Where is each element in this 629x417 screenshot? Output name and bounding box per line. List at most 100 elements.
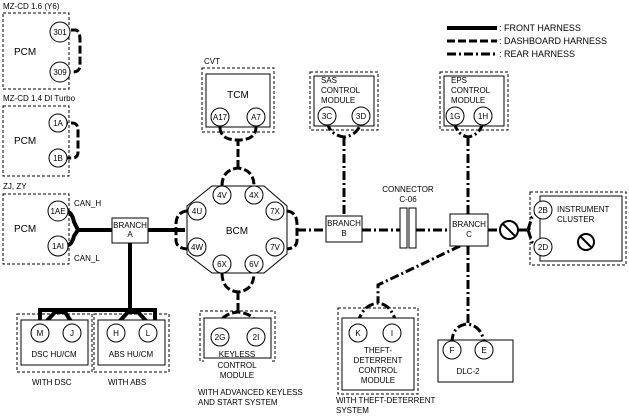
pcm2-box [2, 105, 70, 177]
bcm-pin-4x [244, 185, 264, 205]
sas-pin-3d-label: 3D [356, 112, 366, 121]
keyless-label-2: CONTROL [217, 361, 257, 370]
pcm3-label: PCM [14, 224, 36, 235]
bcm-pin-4v [212, 185, 232, 205]
theft-pin-i-label: I [391, 329, 393, 338]
theft-label-1: THEFT- [364, 346, 392, 355]
abs-pin-l-label: L [146, 329, 151, 338]
legend-dashboard-label: : DASHBOARD HARNESS [499, 36, 607, 46]
sas-label-3: MODULE [321, 96, 355, 105]
dsc-pin-j [62, 323, 82, 343]
dlc-pin-f [442, 340, 462, 360]
connector-half-right [408, 207, 417, 249]
keyless-note-1: WITH ADVANCED KEYLESS [198, 388, 303, 397]
tcm-pin-left-label: A17 [213, 113, 228, 122]
dlc-label: DLC-2 [456, 367, 480, 376]
cluster-pin-2b-label: 2B [538, 206, 548, 215]
bcm-pin-4w-label: 4W [191, 243, 203, 252]
abs-label: ABS HU/CM [109, 350, 154, 359]
sas-pin-3d [351, 106, 371, 126]
cluster-label-2: CLUSTER [557, 215, 595, 224]
bcm-label: BCM [226, 226, 248, 237]
sas-pin-3c [317, 106, 337, 126]
branch-a-label-2: A [127, 230, 133, 239]
bcm-pin-7x [265, 201, 285, 221]
pcm2-pin-bottom-label: 1B [53, 154, 63, 163]
bcm-pin-4u-label: 4U [192, 207, 202, 216]
branch-b-label-2: B [341, 229, 346, 238]
theft-pin-k-label: K [355, 329, 361, 338]
prohibited-icon [499, 220, 519, 240]
bcm-pin-6x-label: 6X [217, 260, 227, 269]
theft-label-2: DETERRENT [354, 356, 403, 365]
tcm-pin-right-label: A7 [251, 113, 261, 122]
pcm1-box [2, 12, 70, 90]
pcm1-variant-label: MZ-CD 1.6 (Y6) [3, 2, 60, 11]
pcm2-label: PCM [14, 136, 36, 147]
bcm-pin-6v-label: 6V [249, 260, 259, 269]
dsc-group-box [16, 313, 93, 373]
dlc-pin-e [474, 340, 494, 360]
keyless-label-1: KEYLESS [219, 350, 255, 359]
connector-label-1: CONNECTOR [382, 185, 434, 194]
theft-pin-k [348, 323, 368, 343]
pcm1-label: PCM [14, 47, 36, 58]
eps-pin-1h [473, 106, 493, 126]
bcm-pin-6v [244, 254, 264, 274]
legend-front-label: : FRONT HARNESS [499, 23, 581, 33]
dsc-pin-m [30, 323, 50, 343]
bcm-pin-6x [212, 254, 232, 274]
abs-pin-h-label: H [113, 329, 119, 338]
keyless-note-2: AND START SYSTEM [198, 398, 278, 407]
pcm3-pin-can-l [47, 235, 69, 257]
cluster-box [539, 195, 623, 262]
eps-pin-1h-label: 1H [478, 112, 488, 121]
legend: : FRONT HARNESS : DASHBOARD HARNESS : RE… [447, 23, 607, 59]
eps-label-2: CONTROL [451, 86, 491, 95]
pcm3-variant-label: ZJ, ZY [3, 182, 27, 191]
pcm1-pin-top [49, 21, 71, 43]
eps-pin-1g [445, 106, 465, 126]
pcm1-pin-top-label: 301 [53, 28, 67, 37]
sas-label-1: SAS [321, 76, 337, 85]
cluster-prohibited-icon [577, 233, 595, 251]
tcm-group-box [201, 67, 275, 133]
dsc-label: DSC HU/CM [31, 350, 77, 359]
keyless-pin-right-label: 2I [253, 333, 260, 342]
branch-c-label-1: BRANCH [452, 220, 486, 229]
cluster-pin-2b [533, 200, 553, 220]
branch-b [325, 215, 363, 243]
cluster-group-box [529, 191, 627, 266]
pcm2-pin-top [48, 113, 68, 133]
can-h-label: CAN_H [74, 199, 101, 208]
theft-label-4: MODULE [361, 376, 395, 385]
abs-pin-h [106, 323, 126, 343]
cluster-pin-2d [533, 237, 553, 257]
pcm3-pin-can-h [47, 200, 69, 222]
sas-group-box [309, 71, 379, 131]
pcm3-pin-can-h-label: 1AE [50, 207, 65, 216]
dlc-pin-f-label: F [450, 346, 455, 355]
dsc-pin-m-label: M [37, 329, 44, 338]
tcm-pin-left [210, 107, 230, 127]
keyless-label-3: MODULE [220, 371, 254, 380]
theft-label-3: CONTROL [358, 366, 398, 375]
dsc-pin-j-label: J [70, 329, 74, 338]
eps-group-box [439, 71, 509, 131]
tcm-variant-label: CVT [204, 57, 220, 66]
connector-label-2: C-06 [399, 195, 417, 204]
keyless-pin-left-label: 2G [215, 333, 226, 342]
cluster-pin-2d-label: 2D [538, 243, 548, 252]
pcm3-pin-can-l-label: 1AI [52, 242, 64, 251]
keyless-pin-left [210, 327, 230, 347]
bcm-pin-7x-label: 7X [270, 207, 280, 216]
eps-pin-1g-label: 1G [450, 112, 461, 121]
branch-c [449, 213, 489, 247]
theft-note-2: SYSTEM [336, 406, 369, 415]
bcm-pin-4x-label: 4X [249, 191, 259, 200]
eps-label-1: EPS [451, 76, 467, 85]
dsc-note: WITH DSC [32, 378, 72, 387]
sas-pin-3c-label: 3C [322, 112, 332, 121]
connector-half-left [399, 207, 408, 249]
